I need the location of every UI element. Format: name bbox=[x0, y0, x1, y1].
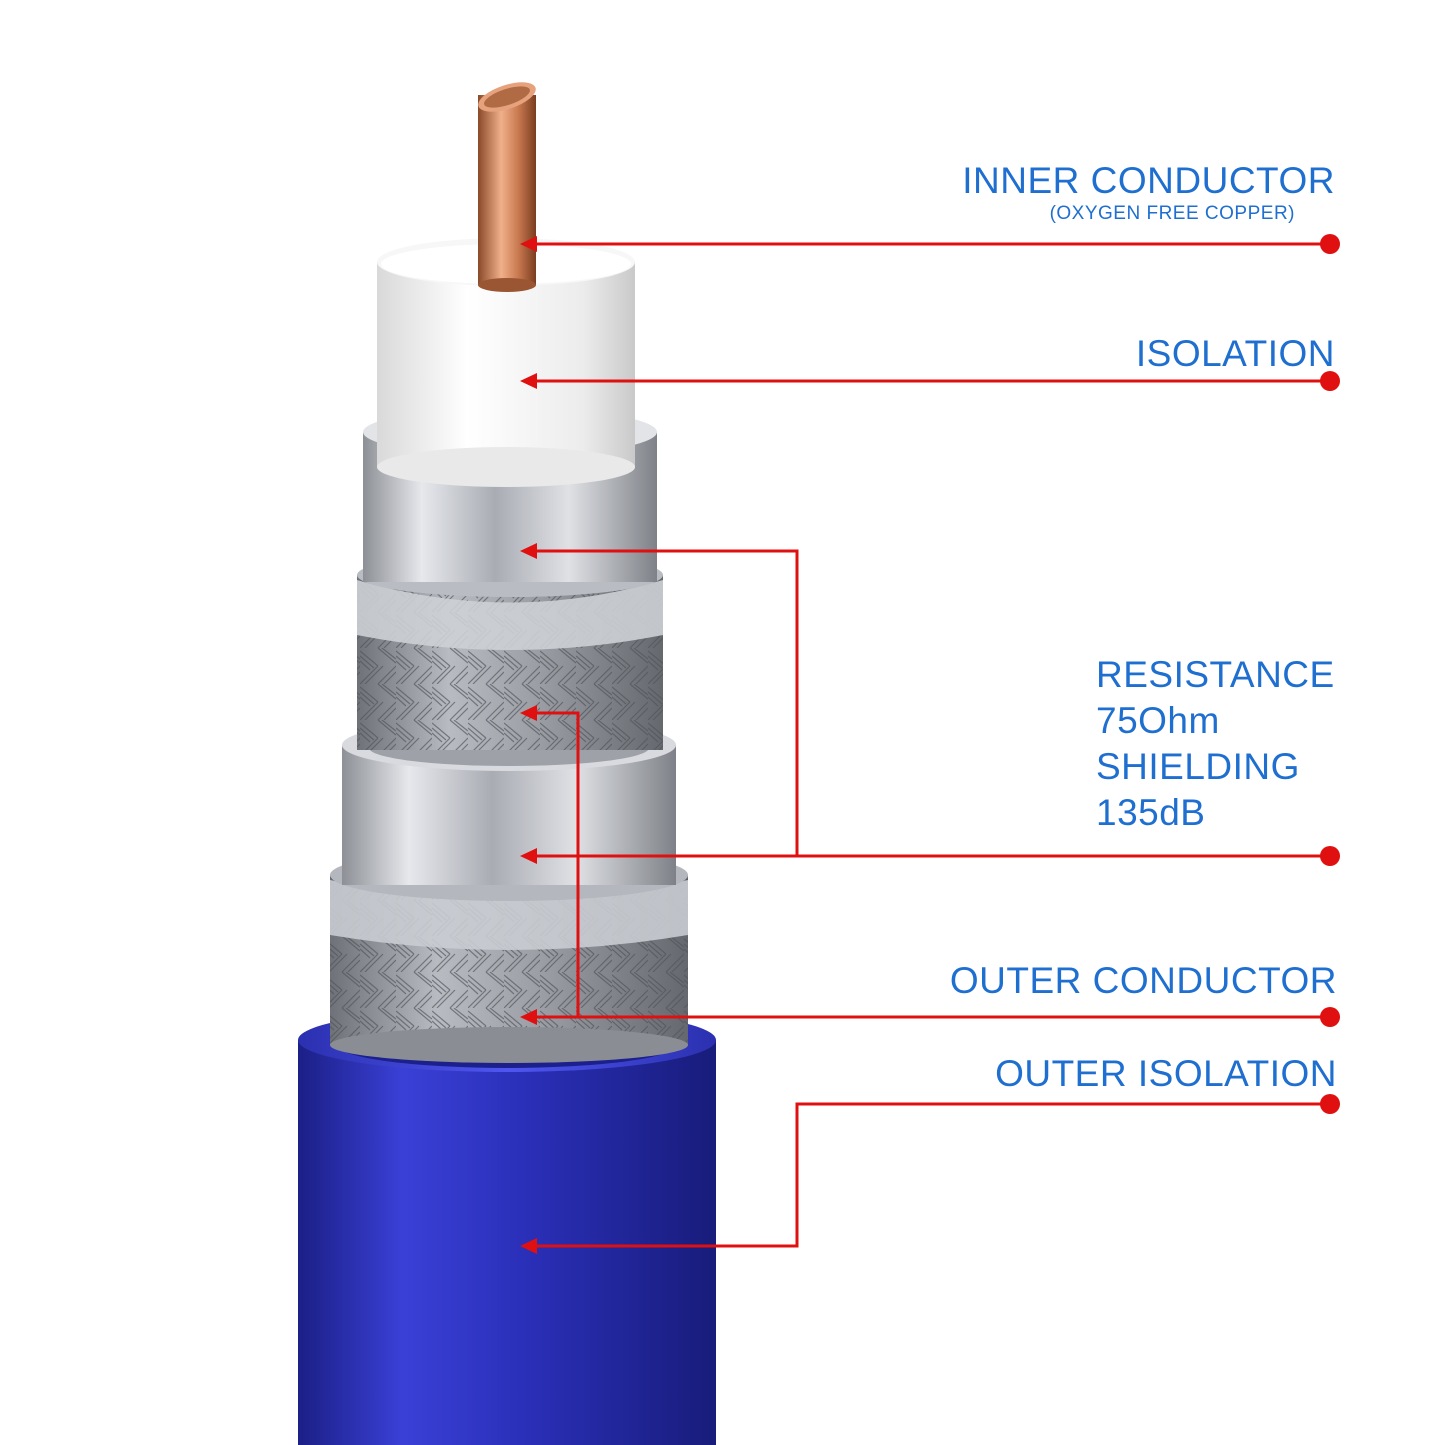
label-outer-isolation: OUTER ISOLATION bbox=[995, 1053, 1337, 1094]
leader-outer-conductor-top bbox=[532, 711, 580, 1017]
label-inner-conductor: INNER CONDUCTOR bbox=[962, 160, 1335, 201]
leader-lines bbox=[532, 242, 1330, 1248]
label-shielding-value: 135dB bbox=[1096, 792, 1206, 833]
leader-resistance-top bbox=[532, 549, 799, 856]
label-shielding: SHIELDING bbox=[1096, 746, 1300, 787]
upper-braid bbox=[357, 553, 663, 750]
label-inner-conductor-note: (OXYGEN FREE COPPER) bbox=[1049, 203, 1295, 224]
leader-outer-isolation bbox=[532, 1102, 1330, 1248]
label-outer-conductor: OUTER CONDUCTOR bbox=[949, 960, 1337, 1001]
outer-jacket bbox=[298, 1008, 716, 1445]
label-resistance-value: 75Ohm bbox=[1096, 700, 1220, 741]
copper-core bbox=[478, 82, 536, 292]
red-dot-icon bbox=[1320, 234, 1340, 1114]
red-arrow-icon bbox=[520, 236, 537, 1254]
label-isolation: ISOLATION bbox=[1135, 333, 1335, 374]
label-resistance: RESISTANCE bbox=[1096, 654, 1335, 695]
